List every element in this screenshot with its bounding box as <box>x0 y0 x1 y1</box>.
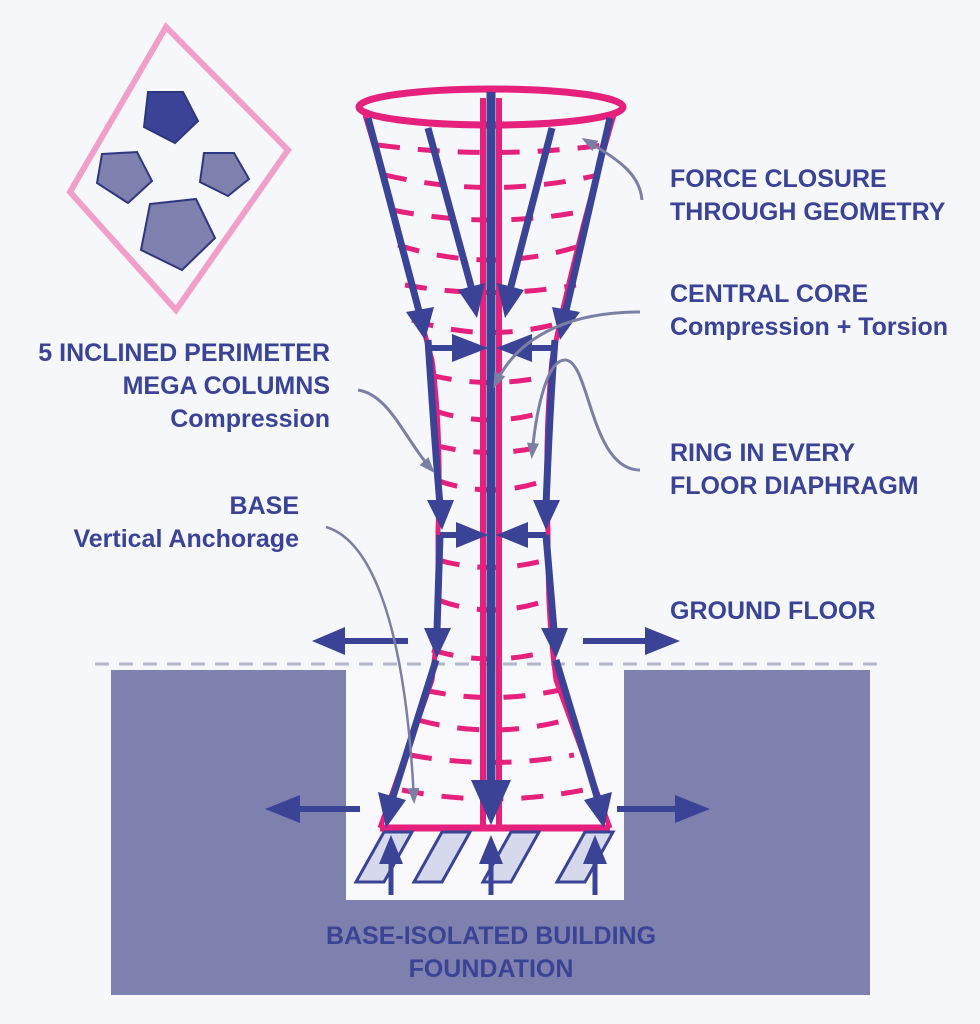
plan-outline-diamond <box>66 22 292 315</box>
force-arrows <box>265 92 710 828</box>
base-column-right <box>552 658 602 802</box>
label-force-closure-line-2: THROUGH GEOMETRY <box>670 198 946 226</box>
label-central-core: CENTRAL CORE Compression + Torsion <box>670 278 948 344</box>
arrowhead <box>533 500 560 530</box>
perimeter-column-left-upper <box>364 117 424 316</box>
arrowhead <box>456 522 488 548</box>
label-ring-floor: RING IN EVERY FLOOR DIAPHRAGM <box>670 437 919 503</box>
label-force-closure: FORCE CLOSURE THROUGH GEOMETRY <box>670 163 945 229</box>
plan-column-2 <box>95 150 154 205</box>
plan-column-1 <box>142 91 200 145</box>
isolator-2 <box>411 830 473 884</box>
label-foundation-line-2: FOUNDATION <box>408 955 574 983</box>
plan-column-4 <box>139 197 217 272</box>
arrowhead <box>496 334 532 362</box>
arrowhead <box>541 628 568 658</box>
isolator-4 <box>554 830 616 884</box>
leader-ring-floor <box>527 358 641 472</box>
label-base: BASE Vertical Anchorage <box>73 490 299 556</box>
arrowhead <box>458 283 485 318</box>
base-column-left <box>388 658 440 802</box>
perimeter-column-right-mid <box>542 339 559 506</box>
plan-inset <box>66 22 292 315</box>
label-mega-columns-line-1: 5 INCLINED PERIMETER <box>38 339 330 367</box>
label-ring-floor-line-1: RING IN EVERY <box>670 439 856 467</box>
label-mega-columns: 5 INCLINED PERIMETER MEGA COLUMNS Compre… <box>38 337 330 436</box>
arrowhead <box>479 835 503 864</box>
arrowhead <box>427 500 454 530</box>
core-arrowhead <box>471 780 511 825</box>
arrowhead <box>497 283 524 318</box>
arrowhead <box>424 628 451 658</box>
label-mega-columns-line-2: MEGA COLUMNS <box>122 372 330 400</box>
label-base-line-2: Vertical Anchorage <box>73 525 299 553</box>
arrowhead <box>265 795 300 823</box>
label-base-line-1: BASE <box>229 492 299 520</box>
label-force-closure-line-1: FORCE CLOSURE <box>670 165 887 193</box>
label-foundation: BASE-ISOLATED BUILDING FOUNDATION <box>291 920 691 986</box>
label-ring-floor-line-2: FLOOR DIAPHRAGM <box>670 472 919 500</box>
leader-lines <box>325 138 644 804</box>
leader-mega-columns <box>357 388 435 473</box>
arrowhead <box>312 627 345 655</box>
arrowhead <box>378 792 406 828</box>
label-central-core-line-1: CENTRAL CORE <box>670 280 869 308</box>
plan-column-3 <box>198 152 251 198</box>
arrowhead <box>675 795 710 823</box>
label-ground-floor: GROUND FLOOR <box>670 595 876 628</box>
arrowhead <box>406 307 434 340</box>
label-ground-floor-line-1: GROUND FLOOR <box>670 597 876 625</box>
arrowhead <box>379 835 403 864</box>
label-foundation-line-1: BASE-ISOLATED BUILDING <box>325 922 657 950</box>
arrowhead <box>584 792 612 828</box>
leader-force-closure <box>581 138 644 201</box>
perimeter-column-left-lower <box>433 534 444 631</box>
arrowhead <box>645 627 680 655</box>
ground-bottom <box>111 900 870 995</box>
label-central-core-line-2: Compression + Torsion <box>670 313 949 341</box>
leader-central-core <box>493 310 641 389</box>
perimeter-column-left-mid <box>424 339 444 506</box>
arrowhead <box>583 835 607 864</box>
label-mega-columns-line-3: Compression <box>170 405 330 433</box>
arrowhead <box>496 522 528 548</box>
perimeter-column-right-lower <box>542 534 558 631</box>
leader-base <box>325 525 420 804</box>
arrowhead <box>452 334 488 362</box>
uplift-arrows <box>379 835 607 895</box>
inner-column-left <box>424 127 476 291</box>
inner-column-right <box>506 127 556 291</box>
